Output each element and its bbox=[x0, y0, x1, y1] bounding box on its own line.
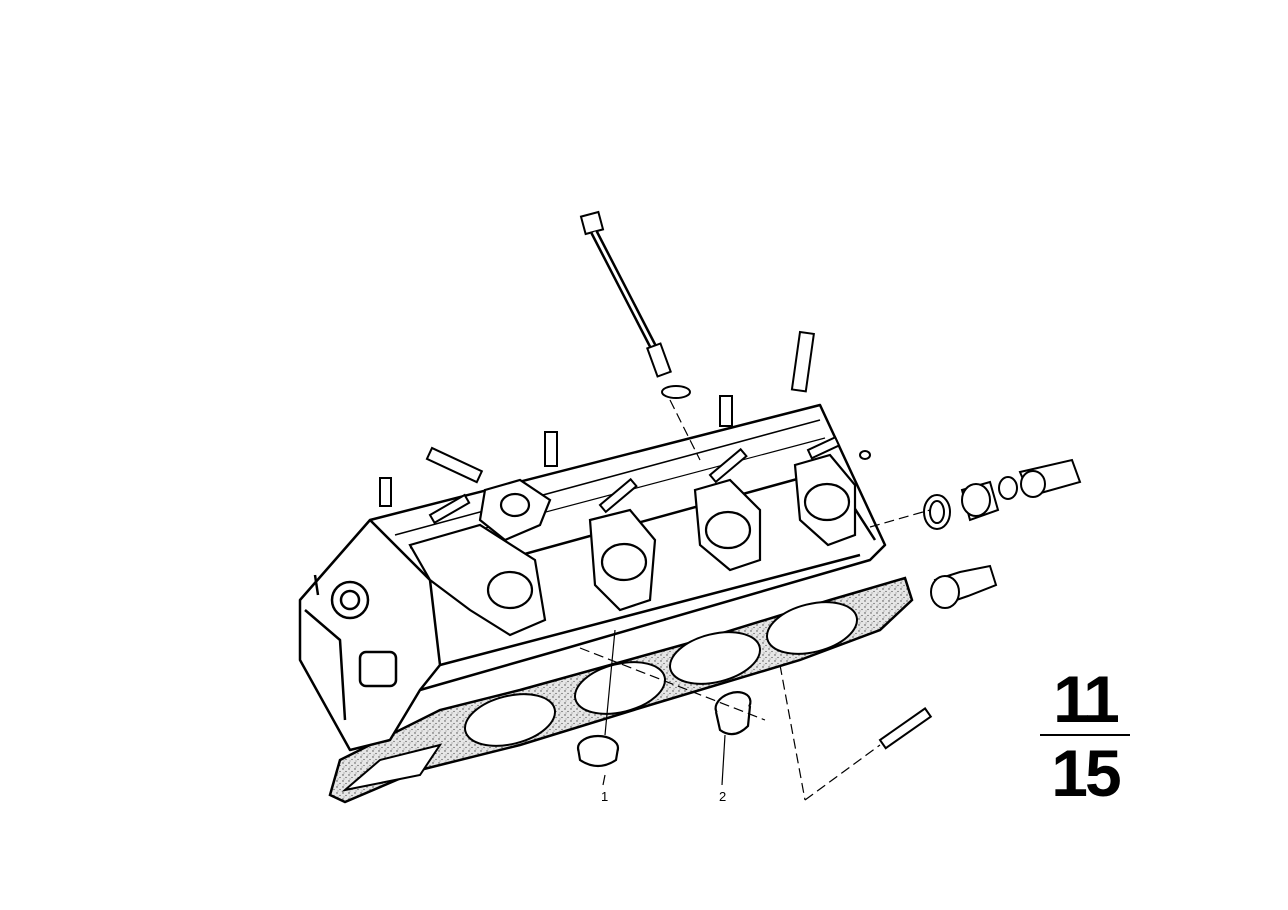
callout-label-2: 2 bbox=[719, 789, 727, 804]
studs bbox=[379, 330, 933, 750]
sealing-ring-2 bbox=[714, 691, 752, 736]
exhaust-port-flanges bbox=[408, 453, 857, 637]
leader-lines bbox=[579, 399, 931, 801]
callout-label-1: 1 bbox=[601, 789, 609, 804]
head-bolt bbox=[579, 210, 691, 399]
group-code-denominator: 15 bbox=[1051, 736, 1121, 810]
group-code: 11 15 bbox=[1040, 662, 1130, 810]
coolant-fittings bbox=[859, 450, 1082, 609]
head-gasket bbox=[328, 576, 914, 804]
callout-leaders bbox=[602, 629, 726, 786]
group-code-divider bbox=[1040, 734, 1130, 736]
group-code-numerator: 11 bbox=[1053, 662, 1120, 736]
sealing-ring-1 bbox=[576, 734, 620, 768]
